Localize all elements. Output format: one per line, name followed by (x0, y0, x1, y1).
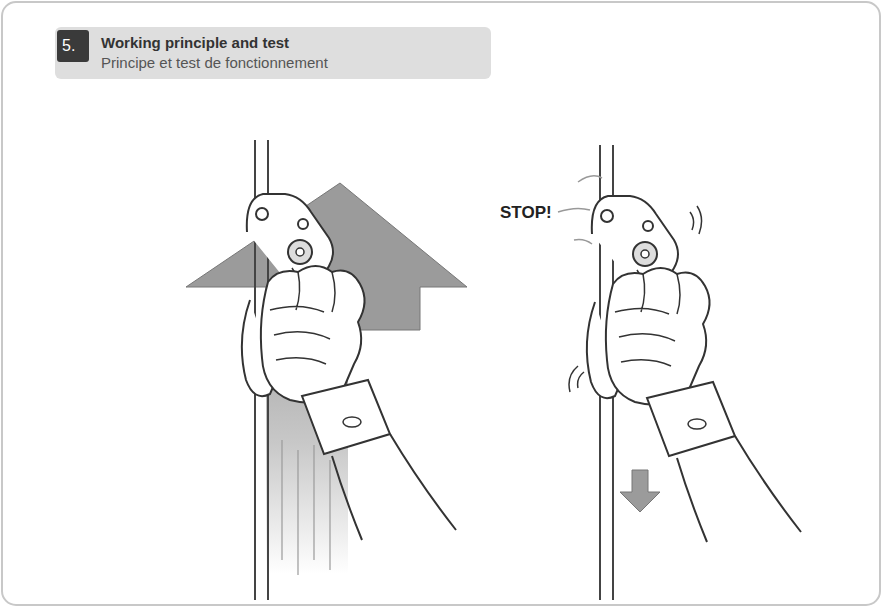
stop-callout: STOP! (500, 203, 552, 223)
heading-text: 5. (62, 37, 75, 55)
step-number-badge: 5. (57, 30, 89, 62)
subheading-text: Principe et test de fonctionnement (101, 54, 328, 71)
heading-text: Working principle and test (101, 34, 289, 51)
heading-band: Working principle and testPrincipe et te… (55, 27, 491, 79)
